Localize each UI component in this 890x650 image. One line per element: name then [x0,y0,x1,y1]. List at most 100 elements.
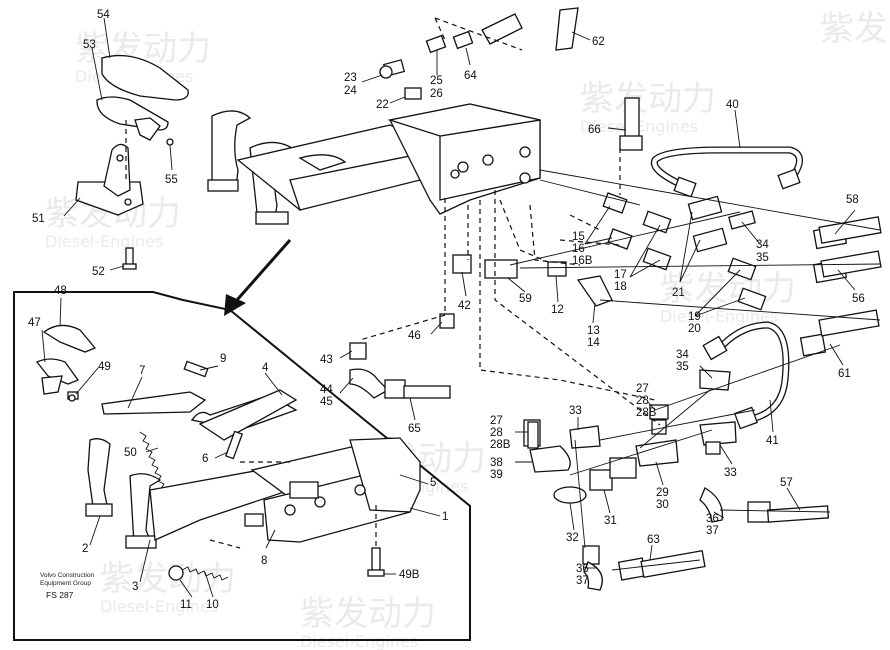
fittings-lower-right [523,216,882,591]
callout-64: 64 [464,70,477,82]
callout-21: 21 [672,287,685,299]
callout-28a: 28 [490,427,503,439]
callout-39: 39 [490,469,503,481]
callout-36b: 36 [576,563,589,575]
callout-37a: 37 [706,525,719,537]
callout-25: 25 [430,75,443,87]
fittings-left-lower [349,342,451,399]
callout-47: 47 [28,317,41,329]
callout-55: 55 [165,174,178,186]
callout-35b: 35 [676,361,689,373]
callout-27a: 27 [490,415,503,427]
callout-29: 29 [656,487,669,499]
callout-11: 11 [180,599,192,611]
callout-1: 1 [442,511,448,523]
callout-2: 2 [82,543,88,555]
callout-46: 46 [408,330,421,342]
callout-8: 8 [261,555,267,567]
callout-56: 56 [852,293,865,305]
caption-line2: Equipment Group [40,580,91,587]
callout-59: 59 [519,293,532,305]
pedal-bracket-group [75,54,189,270]
callout-15: 15 [572,231,585,243]
assembly-lines [509,169,881,571]
callout-33a: 33 [569,405,582,417]
callout-31: 31 [604,515,617,527]
watermark-subtext: Diesel-Engines [660,307,778,326]
callout-32: 32 [566,532,579,544]
callout-16: 16 [572,243,585,255]
callout-5: 5 [430,477,436,489]
callout-58: 58 [846,194,859,206]
fitting-66 [619,97,643,151]
callout-12: 12 [551,304,564,316]
callout-50: 50 [124,447,137,459]
callout-26: 26 [430,88,443,100]
callout-34: 34 [756,239,769,251]
callout-54: 54 [97,9,110,21]
callout-17: 17 [614,269,627,281]
callout-52: 52 [92,266,105,278]
watermark-text: 紫发动力 [820,9,890,49]
callout-27b: 27 [636,383,649,395]
callout-4: 4 [262,362,269,374]
hose-40 [650,146,803,198]
callout-63: 63 [647,534,660,546]
callout-53: 53 [83,39,96,51]
callout-41: 41 [766,435,779,447]
watermark-text: 紫发动力 [580,79,716,119]
callout-49B: 49B [399,569,420,581]
callout-36a: 36 [706,513,719,525]
callout-7: 7 [139,365,145,377]
callout-28b: 28 [636,395,649,407]
drawing-caption: Volvo Construction Equipment Group FS 28… [40,572,95,600]
inset-pedal-assembly [35,324,422,581]
watermark-subtext: Diesel-Engines [45,232,163,251]
callout-13: 13 [587,325,600,337]
callout-6: 6 [202,453,208,465]
watermark-text: 紫发动力 [300,594,436,634]
callout-16B: 16B [572,255,593,267]
callout-34b: 34 [676,349,689,361]
callout-33b: 33 [724,467,737,479]
callout-3: 3 [132,581,138,593]
callout-23: 23 [344,72,357,84]
callout-43: 43 [320,354,333,366]
callout-10: 10 [206,599,219,611]
callout-37b: 37 [576,575,589,587]
callout-57: 57 [780,477,793,489]
callout-19: 19 [688,311,701,323]
callout-38: 38 [490,457,503,469]
callout-61: 61 [838,368,851,380]
callout-48: 48 [54,285,67,297]
callout-30: 30 [656,499,669,511]
callout-42: 42 [458,300,471,312]
watermark-text: 紫发动力 [100,559,236,599]
callout-28Ba: 28B [490,439,511,451]
callout-labels: 54 53 55 51 52 23 24 22 25 26 64 62 40 6… [28,9,865,611]
callout-49: 49 [98,361,111,373]
caption-line1: Volvo Construction [40,572,95,579]
caption-code: FS 287 [46,590,74,600]
callout-20: 20 [688,323,701,335]
callout-62: 62 [592,36,605,48]
callout-leaders [41,17,856,598]
callout-65: 65 [408,423,421,435]
view-arrow [224,239,292,316]
callout-44: 44 [320,384,333,396]
main-valve-assembly-top [207,103,541,225]
callout-51: 51 [32,213,45,225]
fittings-top [379,7,579,100]
callout-28Bb: 28B [636,407,657,419]
callout-35: 35 [756,252,769,264]
inset-frame [13,291,471,641]
callout-66: 66 [588,124,601,136]
fittings-valve-ports [439,254,613,329]
callout-22: 22 [376,99,389,111]
callout-9: 9 [220,353,226,365]
callout-18: 18 [614,281,627,293]
watermark-subtext: Diesel-Engines [100,597,218,616]
